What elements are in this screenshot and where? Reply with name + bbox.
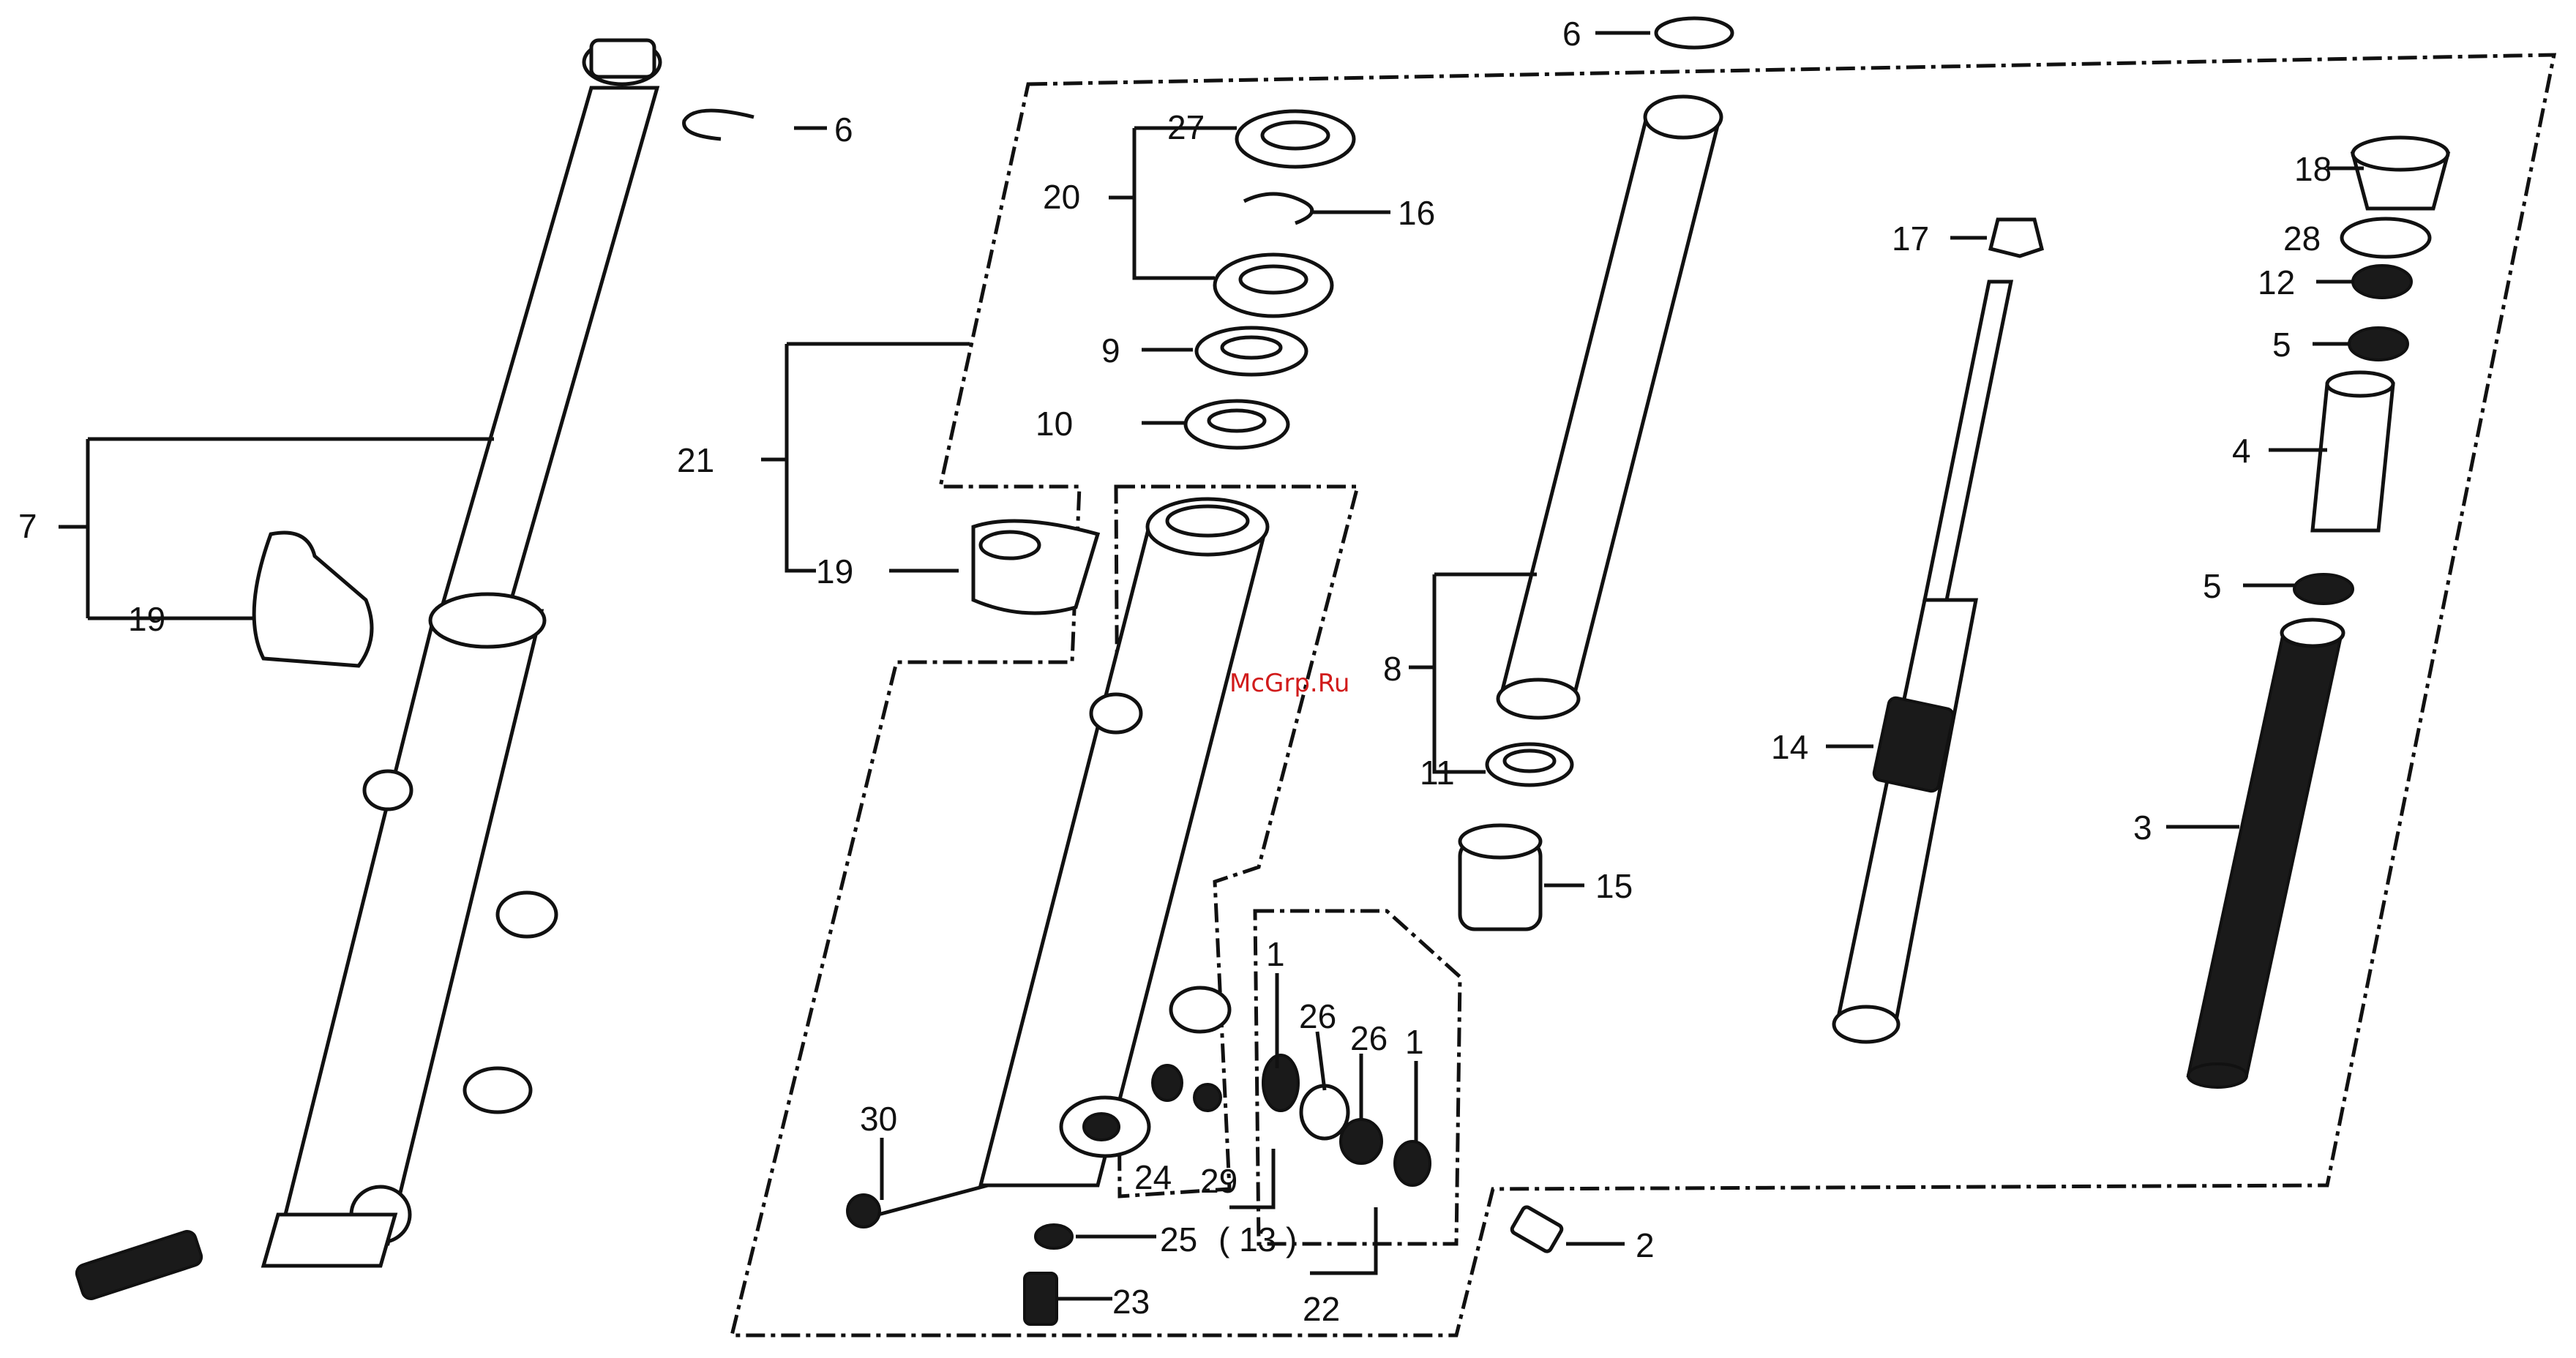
callout-14: 14 — [1771, 728, 1808, 766]
damper-rod — [1834, 220, 2042, 1042]
callout-6-left: 6 — [834, 110, 853, 149]
callout-1-right: 1 — [1405, 1023, 1424, 1061]
watermark: McGrp.Ru — [1229, 669, 1349, 698]
callout-16: 16 — [1398, 194, 1435, 232]
callout-4: 4 — [2232, 432, 2251, 470]
callout-19-centre: 19 — [816, 552, 853, 590]
circlip-6-top — [1656, 18, 1732, 48]
callout-20: 20 — [1043, 178, 1080, 216]
fork-cover-19-left — [254, 533, 372, 666]
callout-18: 18 — [2294, 150, 2332, 188]
callout-17: 17 — [1892, 220, 1929, 258]
callout-25: 25 — [1160, 1220, 1197, 1258]
callout-8: 8 — [1383, 650, 1402, 688]
callout-15: 15 — [1595, 867, 1633, 905]
callout-23: 23 — [1112, 1283, 1150, 1321]
callout-28: 28 — [2283, 220, 2321, 258]
callout-5-upper: 5 — [2272, 326, 2291, 364]
callout-6-top: 6 — [1562, 15, 1581, 53]
inner-fork-tube — [1487, 97, 1721, 785]
callout-26-left: 26 — [1299, 997, 1336, 1035]
left-fork-leg — [75, 40, 660, 1301]
callout-27: 27 — [1167, 108, 1205, 146]
callout-19-left: 19 — [128, 600, 165, 638]
callout-29: 29 — [1200, 1162, 1238, 1200]
callout-24: 24 — [1134, 1158, 1172, 1196]
callout-12: 12 — [2258, 263, 2295, 301]
callout-2: 2 — [1636, 1226, 1655, 1264]
callout-22: 22 — [1303, 1290, 1340, 1328]
callout-1-left: 1 — [1266, 935, 1285, 973]
circlip-6-left — [684, 110, 754, 139]
callout-9: 9 — [1101, 331, 1120, 369]
callout-5-lower: 5 — [2203, 567, 2222, 605]
callout-21: 21 — [677, 441, 714, 479]
callout-10: 10 — [1036, 405, 1073, 443]
callout-11: 11 — [1420, 754, 1455, 792]
callout-13: ( 13 ) — [1218, 1220, 1297, 1258]
callout-3: 3 — [2133, 809, 2152, 847]
callout-26-right: 26 — [1350, 1019, 1388, 1057]
bushing-15 — [1460, 825, 1540, 929]
fork-cover-19-centre — [973, 521, 1098, 613]
callout-7: 7 — [18, 507, 37, 545]
callout-30: 30 — [860, 1100, 897, 1138]
